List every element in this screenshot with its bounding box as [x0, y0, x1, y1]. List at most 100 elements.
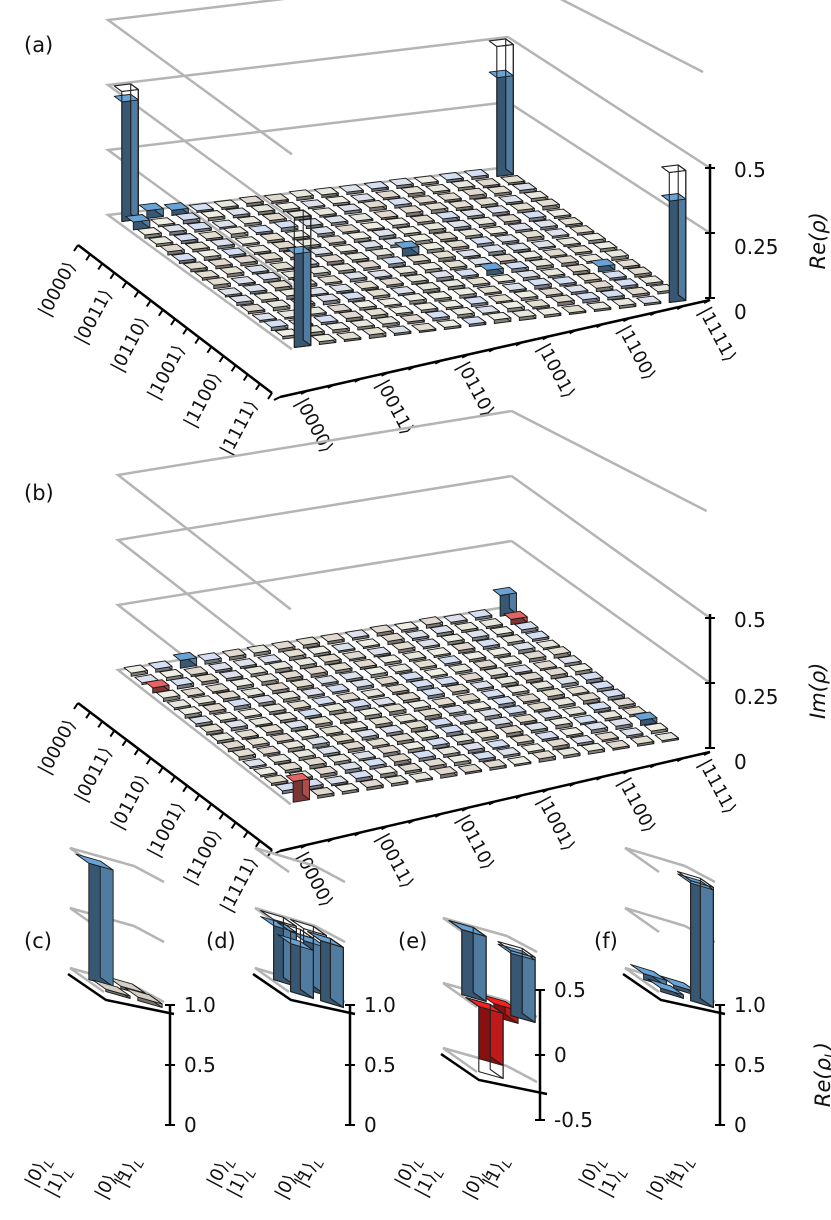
- floor-tile-face: [449, 733, 475, 743]
- ideal-bar-outline-face: [661, 164, 687, 174]
- side-gridline: [684, 864, 716, 884]
- floor-tile-face: [343, 720, 369, 731]
- data-bar-face: [125, 214, 151, 223]
- floor-tile-face: [534, 198, 560, 207]
- floor-tile-face: [419, 241, 445, 251]
- floor-tile-face: [397, 762, 423, 772]
- data-bar-face: [478, 262, 504, 271]
- floor-tile-face: [365, 737, 390, 747]
- z-tick-label: 0.5: [184, 1053, 216, 1077]
- floor-tile: [348, 769, 373, 783]
- floor-tile-face: [538, 287, 564, 296]
- floor-tile: [305, 736, 330, 749]
- floor-tile: [259, 232, 285, 244]
- floor-tile-face: [329, 733, 355, 743]
- ideal-bar-outline: [277, 921, 314, 1000]
- floor-tile-face: [323, 215, 349, 224]
- floor-tile-face: [269, 261, 295, 271]
- floor-tile-face: [463, 168, 489, 178]
- floor-tile: [530, 239, 556, 251]
- floor-tile: [323, 775, 349, 787]
- floor-tile: [255, 271, 281, 284]
- floor-tile: [245, 736, 270, 749]
- floor-tile: [248, 716, 273, 728]
- floor-tile-face: [275, 201, 301, 211]
- floor-tile-face: [599, 289, 625, 298]
- floor-tile-face: [184, 241, 210, 250]
- floor-tile-face: [269, 733, 295, 743]
- row-tick: [230, 821, 237, 829]
- floor-tile-face: [477, 708, 502, 718]
- floor-tile-face: [464, 629, 490, 639]
- floor-tile-face: [523, 721, 549, 731]
- floor-tile-face: [629, 735, 655, 745]
- floor-tile-face: [583, 721, 609, 731]
- floor-tile-face: [369, 624, 394, 634]
- floor-tile-face: [332, 711, 358, 721]
- floor-tile: [334, 783, 360, 795]
- floor-tile-face: [505, 242, 531, 251]
- data-bar-face: [472, 926, 487, 1002]
- floor-tile: [337, 761, 363, 774]
- floor-tile: [426, 647, 451, 658]
- floor-tile-face: [469, 680, 495, 690]
- floor-tile-face: [226, 698, 252, 708]
- floor-tile: [450, 179, 476, 192]
- floor-tile: [246, 244, 272, 255]
- floor-tile-face: [519, 229, 545, 239]
- floor-tile-face: [354, 728, 379, 738]
- floor-tile-face: [159, 243, 185, 253]
- floor-tile: [231, 748, 256, 761]
- floor-tile: [205, 277, 231, 290]
- col-tick: [273, 396, 281, 401]
- data-bar: [590, 258, 616, 273]
- floor-tile: [546, 646, 571, 659]
- floor-tile-face: [368, 716, 393, 726]
- floor-tile-face: [259, 723, 284, 734]
- floor-tile: [184, 241, 210, 253]
- floor-tile-face: [209, 238, 235, 247]
- data-bar-face: [138, 202, 164, 212]
- floor-tile: [413, 175, 439, 186]
- floor-tile: [159, 243, 185, 256]
- floor-tile-face: [420, 687, 445, 697]
- row-tick: [121, 739, 128, 747]
- floor-tile: [234, 236, 260, 247]
- z-axis-label: Re(ρL): [811, 1042, 831, 1107]
- floor-tile: [385, 683, 410, 696]
- floor-tile: [465, 276, 491, 288]
- floor-tile: [205, 683, 230, 694]
- floor-tile-face: [509, 734, 535, 744]
- floor-tile-face: [490, 274, 516, 283]
- floor-tile: [520, 743, 546, 755]
- floor-tile: [388, 663, 413, 675]
- floor-tile: [253, 766, 278, 778]
- floor-tile-face: [615, 258, 641, 268]
- data-bar-face: [99, 860, 114, 987]
- floor-tile-face: [388, 177, 414, 187]
- floor-tile-face: [250, 204, 276, 213]
- floor-tile-face: [208, 661, 233, 672]
- floor-tile-face: [638, 275, 664, 284]
- floor-tile-face: [554, 675, 579, 685]
- floor-tile: [445, 683, 470, 696]
- floor-tile: [377, 654, 402, 666]
- floor-tile: [496, 214, 522, 225]
- floor-tile: [483, 667, 508, 680]
- floor-tile: [489, 626, 514, 638]
- floor-tile: [240, 687, 265, 699]
- floor-tile-face: [371, 228, 397, 237]
- floor-tile-face: [263, 193, 289, 202]
- floor-tile-face: [246, 244, 272, 254]
- data-bar-face: [505, 69, 514, 175]
- floor-tile: [461, 187, 487, 200]
- row-tick: [121, 281, 128, 289]
- floor-tile: [464, 629, 490, 642]
- floor-tile: [403, 273, 429, 285]
- floor-tile-face: [611, 697, 636, 707]
- floor-tile: [511, 182, 537, 194]
- floor-tile: [526, 277, 552, 290]
- floor-tile-face: [426, 647, 451, 657]
- floor-tile-face: [371, 696, 396, 706]
- floor-tile-face: [555, 237, 581, 246]
